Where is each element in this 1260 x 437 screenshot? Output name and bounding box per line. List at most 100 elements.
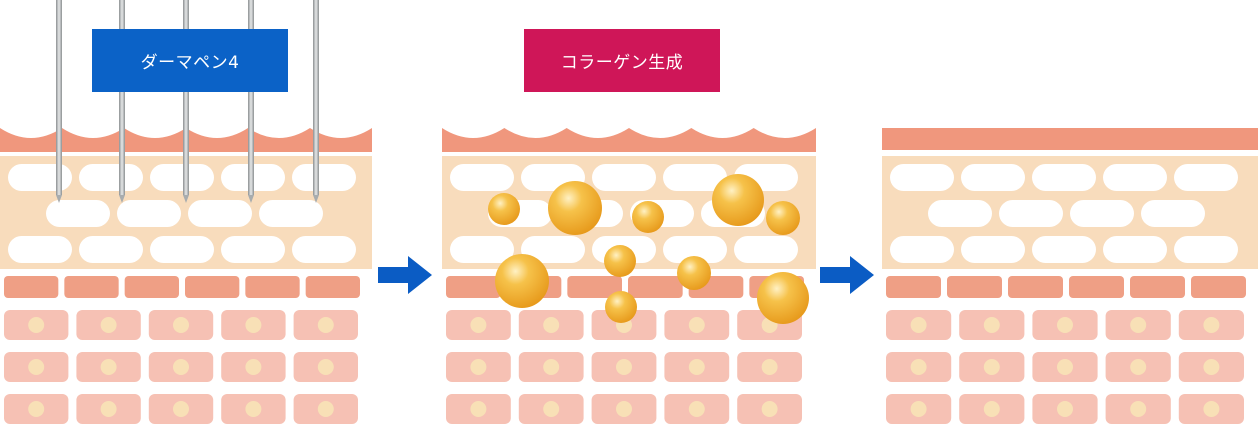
cell-nucleus	[100, 317, 117, 333]
dermis-cell	[1141, 200, 1205, 227]
collagen-droplet	[604, 245, 636, 277]
dermis-cell	[292, 236, 356, 263]
dermis-cell	[592, 164, 656, 191]
cell-nucleus	[983, 359, 1000, 375]
cell-nucleus	[616, 359, 632, 375]
surface-layer	[442, 128, 816, 152]
dermis-cell	[79, 164, 143, 191]
dermis-cell	[1032, 236, 1096, 263]
collagen-label: コラーゲン生成	[524, 29, 720, 92]
arrows	[378, 256, 874, 294]
collagen-droplet	[757, 272, 809, 324]
dermis-cell	[259, 200, 323, 227]
microneedle	[313, 0, 319, 195]
cell-nucleus	[100, 359, 117, 375]
microneedle	[119, 0, 125, 195]
dermis-cell	[450, 236, 514, 263]
cell-nucleus	[761, 359, 778, 375]
cell-nucleus	[100, 401, 117, 417]
basal-cell	[446, 276, 501, 298]
collagen-droplet	[632, 201, 664, 233]
basal-cell	[4, 276, 59, 298]
dermis-cell	[221, 236, 285, 263]
arrow-right-icon	[820, 256, 874, 294]
cell-nucleus	[688, 401, 705, 417]
dermis-cell	[188, 200, 252, 227]
basal-cell	[185, 276, 240, 298]
needle-tip	[313, 195, 319, 203]
basal-cell	[245, 276, 300, 298]
surface-layer	[882, 128, 1258, 150]
needle-tip	[183, 195, 189, 203]
dermis-cell	[1174, 164, 1238, 191]
basal-cell	[1191, 276, 1246, 298]
cell-nucleus	[173, 317, 189, 333]
collagen-droplet	[495, 254, 549, 308]
cell-nucleus	[28, 359, 45, 375]
dermapen-label: ダーマペン4	[92, 29, 288, 92]
basal-cell	[1008, 276, 1063, 298]
basal-cell	[1069, 276, 1124, 298]
cell-nucleus	[317, 401, 334, 417]
cell-nucleus	[173, 359, 189, 375]
cell-nucleus	[245, 317, 262, 333]
basal-cell	[305, 276, 360, 298]
microneedle	[183, 0, 189, 195]
cell-nucleus	[688, 317, 705, 333]
dermis-cell	[890, 164, 954, 191]
dermis-cell	[79, 236, 143, 263]
dermis-cell	[450, 164, 514, 191]
dermis-cell	[1032, 164, 1096, 191]
dermis-cell	[150, 236, 214, 263]
cell-nucleus	[1057, 359, 1073, 375]
cell-nucleus	[1203, 401, 1220, 417]
arrow-right-icon	[378, 256, 432, 294]
cell-nucleus	[245, 359, 262, 375]
dermis-cell	[8, 236, 72, 263]
needle-tip	[56, 195, 62, 203]
cell-nucleus	[910, 359, 927, 375]
dermis-cell	[1103, 236, 1167, 263]
dermis-cell	[150, 164, 214, 191]
cell-nucleus	[28, 401, 45, 417]
cell-nucleus	[470, 317, 487, 333]
cell-nucleus	[1203, 359, 1220, 375]
cell-nucleus	[543, 359, 560, 375]
dermis-cell	[1070, 200, 1134, 227]
cell-nucleus	[1057, 401, 1073, 417]
cell-nucleus	[470, 359, 487, 375]
collagen-droplet	[766, 201, 800, 235]
needle-tip	[248, 195, 254, 203]
cell-nucleus	[1057, 317, 1073, 333]
basal-cell	[567, 276, 622, 298]
dermis-cell	[734, 236, 798, 263]
basal-cell	[1130, 276, 1185, 298]
needle-tip	[119, 195, 125, 203]
cell-nucleus	[1130, 401, 1147, 417]
cell-nucleus	[688, 359, 705, 375]
dermis-cell	[1103, 164, 1167, 191]
panel-dermapen-treatment	[0, 0, 372, 424]
cell-nucleus	[28, 317, 45, 333]
cell-nucleus	[983, 401, 1000, 417]
cell-nucleus	[470, 401, 487, 417]
basal-cell	[628, 276, 683, 298]
basal-cell	[947, 276, 1002, 298]
collagen-droplet	[605, 291, 637, 323]
dermis-cell	[46, 200, 110, 227]
panel-collagen-generation	[442, 128, 816, 424]
dermis-cell	[961, 164, 1025, 191]
basal-cell	[124, 276, 179, 298]
dermis-cell	[1174, 236, 1238, 263]
basal-cell	[64, 276, 119, 298]
collagen-droplet	[548, 181, 602, 235]
collagen-droplet	[712, 174, 764, 226]
cell-nucleus	[543, 401, 560, 417]
dermis-cell	[292, 164, 356, 191]
dermis-cell	[961, 236, 1025, 263]
dermis-cell	[663, 164, 727, 191]
collagen-droplet	[677, 256, 711, 290]
basal-cell	[886, 276, 941, 298]
dermis-cell	[928, 200, 992, 227]
dermis-cell	[663, 236, 727, 263]
